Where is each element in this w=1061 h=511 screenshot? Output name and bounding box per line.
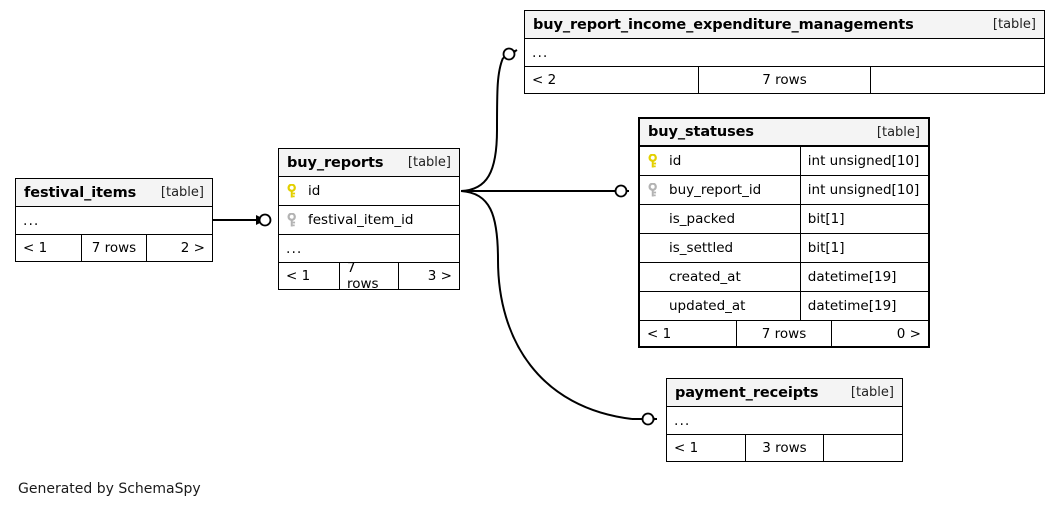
footer-children-count (871, 67, 1044, 93)
columns-ellipsis: ... (525, 39, 1044, 67)
table-title: buy_statuses (648, 124, 754, 140)
primary-key-icon (287, 183, 302, 199)
footer-children-count: 0 > (896, 325, 921, 342)
table-footer: < 1 7 rows 3 > (279, 260, 459, 292)
column-name: buy_report_id (669, 182, 762, 198)
footer-parents-count: < 1 (286, 268, 311, 284)
primary-key-icon (648, 153, 663, 169)
footer-children-count: 3 > (427, 268, 452, 284)
column-name-cell: id (640, 147, 800, 175)
column-type: bit[1] (799, 205, 928, 233)
footer-row-count: 7 rows (339, 260, 399, 292)
column-row: id (279, 177, 459, 206)
column-row: buy_report_id int unsigned[10] (640, 176, 928, 205)
footer-children-count (824, 435, 902, 461)
column-name-cell: id (279, 177, 459, 205)
columns-ellipsis: ... (667, 407, 902, 435)
footer-row-count: 3 rows (745, 435, 824, 461)
column-row: is_settled bit[1] (640, 234, 928, 263)
edge-buy-reports-to-income-expenditure (460, 47, 518, 192)
footer-row-count: 7 rows (81, 235, 147, 261)
column-name: festival_item_id (308, 212, 414, 228)
column-row: is_packed bit[1] (640, 205, 928, 234)
table-buy-report-income-expenditure-managements[interactable]: buy_report_income_expenditure_management… (524, 10, 1045, 94)
table-footer: < 1 3 rows (667, 435, 902, 461)
table-header: buy_statuses [table] (640, 119, 928, 147)
table-header: buy_reports [table] (279, 149, 459, 177)
column-name: is_settled (669, 240, 734, 256)
column-row: created_at datetime[19] (640, 263, 928, 292)
column-name-cell: updated_at (640, 292, 800, 320)
table-footer: < 2 7 rows (525, 67, 1044, 93)
table-title: buy_reports (287, 154, 384, 171)
column-type: datetime[19] (799, 292, 928, 320)
column-name: id (308, 183, 321, 199)
table-festival-items[interactable]: festival_items [table] ... < 1 7 rows 2 … (15, 178, 213, 262)
edge-buy-reports-to-payment-receipts (460, 190, 657, 426)
edge-festival-items-to-buy-reports (213, 213, 272, 227)
column-type: int unsigned[10] (799, 147, 928, 175)
table-type-tag: [table] (992, 17, 1036, 32)
column-type: datetime[19] (799, 263, 928, 291)
column-name-cell: created_at (640, 263, 800, 291)
table-header: buy_report_income_expenditure_management… (525, 11, 1044, 39)
column-type: bit[1] (799, 234, 928, 262)
footer-children-count: 2 > (180, 240, 205, 256)
table-footer: < 1 7 rows 0 > (640, 320, 928, 346)
edge-buy-reports-to-buy-statuses (461, 184, 629, 198)
column-name: created_at (669, 269, 741, 285)
column-name: id (669, 153, 682, 169)
foreign-key-icon (648, 182, 663, 198)
footer-parents-count: < 1 (647, 325, 672, 342)
table-title: festival_items (24, 184, 137, 201)
foreign-key-icon (287, 212, 302, 228)
column-name: is_packed (669, 211, 736, 227)
column-type: int unsigned[10] (799, 176, 928, 204)
column-row: id int unsigned[10] (640, 147, 928, 176)
table-title: payment_receipts (675, 384, 819, 401)
table-buy-reports[interactable]: buy_reports [table] id (278, 148, 460, 292)
table-type-tag: [table] (876, 124, 920, 140)
column-name-cell: buy_report_id (640, 176, 800, 204)
generated-by-label: Generated by SchemaSpy (18, 481, 201, 497)
table-payment-receipts[interactable]: payment_receipts [table] ... < 1 3 rows (666, 378, 903, 462)
table-type-tag: [table] (850, 385, 894, 400)
table-header: payment_receipts [table] (667, 379, 902, 407)
table-buy-statuses[interactable]: buy_statuses [table] id int unsigned[10] (638, 117, 930, 348)
column-row: festival_item_id (279, 206, 459, 235)
footer-parents-count: < 2 (532, 72, 557, 88)
footer-row-count: 7 rows (736, 321, 832, 346)
columns-ellipsis: ... (16, 207, 212, 235)
table-footer: < 1 7 rows 2 > (16, 235, 212, 261)
footer-parents-count: < 1 (23, 240, 48, 256)
column-name-cell: festival_item_id (279, 206, 459, 234)
table-title: buy_report_income_expenditure_management… (533, 16, 914, 33)
table-type-tag: [table] (160, 185, 204, 200)
table-header: festival_items [table] (16, 179, 212, 207)
column-name-cell: is_settled (640, 234, 800, 262)
column-name-cell: is_packed (640, 205, 800, 233)
column-row: updated_at datetime[19] (640, 292, 928, 321)
footer-parents-count: < 1 (674, 440, 699, 456)
footer-row-count: 7 rows (698, 67, 871, 93)
column-name: updated_at (669, 298, 746, 314)
columns-ellipsis: ... (279, 235, 459, 263)
table-type-tag: [table] (407, 155, 451, 170)
